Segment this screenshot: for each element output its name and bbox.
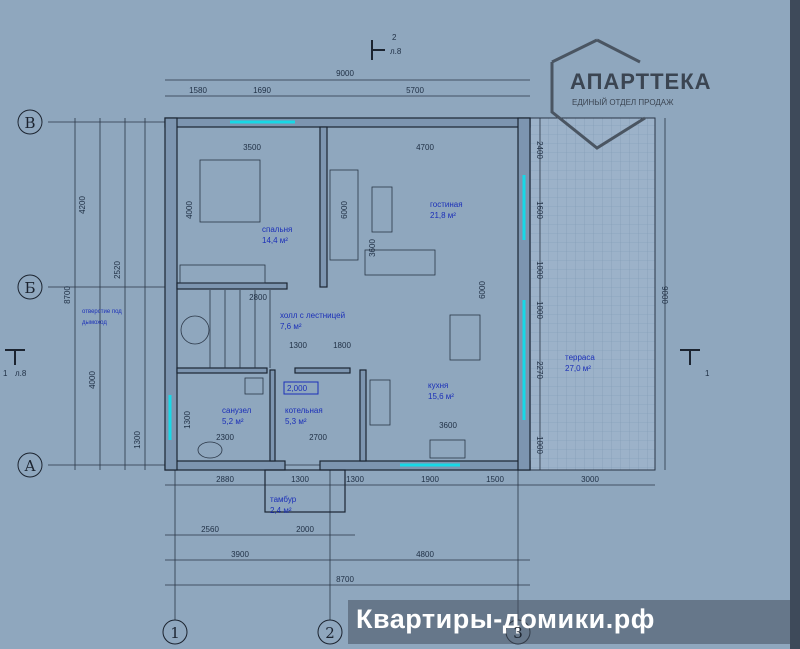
dimension: 2880 bbox=[216, 475, 234, 484]
room-area: 14,4 м² bbox=[262, 236, 288, 245]
logo-title: АПАРТТЕКА bbox=[570, 69, 712, 94]
dimension: 1000 bbox=[535, 301, 544, 319]
section-number: 2 bbox=[392, 33, 397, 42]
room-name: спальня bbox=[262, 225, 292, 234]
room-labels: спальня 14,4 м² гостиная 21,8 м² холл с … bbox=[82, 200, 595, 515]
axis-label: В bbox=[24, 114, 35, 132]
room-name: гостиная bbox=[430, 200, 463, 209]
terrace-area bbox=[529, 117, 656, 471]
dimension: 2520 bbox=[113, 261, 122, 279]
dimension: 2400 bbox=[535, 141, 544, 159]
windows bbox=[168, 120, 526, 467]
axis-label: А bbox=[24, 457, 36, 475]
dimension: 3900 bbox=[231, 550, 249, 559]
dimension: 2000 bbox=[296, 525, 314, 534]
dimension: 2800 bbox=[249, 293, 267, 302]
dimension: 2560 bbox=[201, 525, 219, 534]
dimension: 8700 bbox=[336, 575, 354, 584]
room-name: терраса bbox=[565, 353, 595, 362]
dimension: 2700 bbox=[309, 433, 327, 442]
watermark-banner bbox=[348, 600, 792, 644]
room-name: тамбур bbox=[270, 495, 297, 504]
logo-hexagon-icon bbox=[550, 38, 646, 150]
dimension: 4800 bbox=[416, 550, 434, 559]
dimension: 4700 bbox=[416, 143, 434, 152]
room-area: 5,3 м² bbox=[285, 417, 307, 426]
section-sheet: л.8 bbox=[390, 47, 402, 56]
dimension: 2300 bbox=[216, 433, 234, 442]
right-edge-strip bbox=[790, 0, 800, 649]
dimension: 6000 bbox=[340, 201, 349, 219]
dimension: 4000 bbox=[88, 371, 97, 389]
room-name: отверстие под bbox=[82, 309, 122, 315]
axis-label: Б bbox=[24, 279, 35, 297]
dimension: 1500 bbox=[486, 475, 504, 484]
room-area: 21,8 м² bbox=[430, 211, 456, 220]
dimension: 2270 bbox=[535, 361, 544, 379]
room-name: санузел bbox=[222, 406, 252, 415]
dimension: 1900 bbox=[421, 475, 439, 484]
watermark-text: Квартиры-домики.рф bbox=[356, 604, 655, 634]
furniture bbox=[179, 159, 481, 459]
dimension: 8700 bbox=[63, 286, 72, 304]
dimension: 9000 bbox=[336, 69, 354, 78]
dimension: 3600 bbox=[439, 421, 457, 430]
axis-label: 1 bbox=[170, 624, 180, 642]
dimension: 6000 bbox=[478, 281, 487, 299]
dimension: 1300 bbox=[289, 341, 307, 350]
room-area: 15,6 м² bbox=[428, 392, 454, 401]
logo-subtitle: ЕДИНЫЙ ОТДЕЛ ПРОДАЖ bbox=[572, 98, 674, 107]
dimension: 1300 bbox=[346, 475, 364, 484]
room-name: кухня bbox=[428, 381, 448, 390]
dimension: 3000 bbox=[581, 475, 599, 484]
dimension: 4200 bbox=[78, 196, 87, 214]
walls bbox=[164, 117, 531, 513]
room-area: 7,6 м² bbox=[280, 322, 302, 331]
room-name: котельная bbox=[285, 406, 323, 415]
room-area: 2,4 м² bbox=[270, 506, 292, 515]
dimension: 1600 bbox=[535, 201, 544, 219]
room-area: 5,2 м² bbox=[222, 417, 244, 426]
room-name: холл с лестницей bbox=[280, 311, 345, 320]
dimension: 1000 bbox=[535, 436, 544, 454]
dimension: 3600 bbox=[368, 239, 377, 257]
dimension: 1300 bbox=[291, 475, 309, 484]
room-tag: 2,000 bbox=[287, 384, 308, 393]
section-marks bbox=[5, 40, 700, 365]
dimension: 1690 bbox=[253, 86, 271, 95]
dimension: 1300 bbox=[133, 431, 142, 449]
dimension: 5700 bbox=[406, 86, 424, 95]
dimension: 1580 bbox=[189, 86, 207, 95]
dimension: 4000 bbox=[185, 201, 194, 219]
section-number: 1 bbox=[3, 369, 8, 378]
dimension: 3500 bbox=[243, 143, 261, 152]
dimension: 1000 bbox=[535, 261, 544, 279]
dimension: 1300 bbox=[183, 411, 192, 429]
room-area: дымоход bbox=[82, 320, 107, 326]
dimension: 9000 bbox=[660, 286, 669, 304]
axis-label: 2 bbox=[325, 624, 335, 642]
section-number: 1 bbox=[705, 369, 710, 378]
section-sheet: л.8 bbox=[15, 369, 27, 378]
room-area: 27,0 м² bbox=[565, 364, 591, 373]
dimension: 1800 bbox=[333, 341, 351, 350]
